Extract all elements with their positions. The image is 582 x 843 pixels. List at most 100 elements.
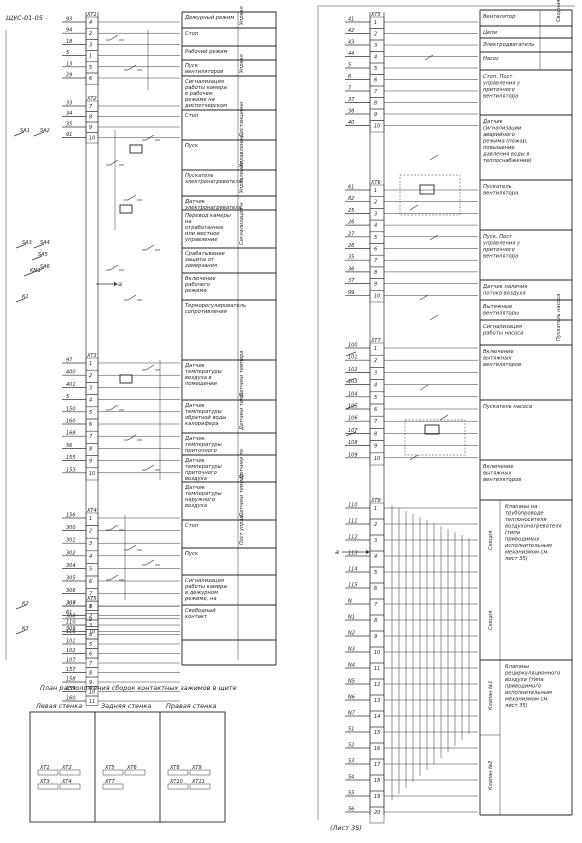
terminal-number: 1 <box>89 54 92 60</box>
wire-number: 101 <box>66 639 76 645</box>
wire-number: 25 <box>348 208 354 214</box>
description-text: Датчик <box>184 199 206 205</box>
terminal-number: 5 <box>89 65 92 71</box>
switch-contact <box>109 524 119 531</box>
terminal-assembly <box>59 783 81 790</box>
description-text: вытяжных <box>483 356 512 362</box>
terminal-number: 7 <box>374 258 378 264</box>
terminal-number: 3 <box>89 385 92 391</box>
terminal-number: 3 <box>374 538 377 544</box>
switch-contact <box>419 384 429 391</box>
description-side-text: Датчики те <box>239 449 245 480</box>
terminal-number: 9 <box>89 459 92 465</box>
terminal-cell <box>369 806 385 824</box>
wire-number: 91 <box>66 132 72 138</box>
terminal-number: 10 <box>89 690 95 696</box>
wire-number: 5 <box>66 50 69 56</box>
terminal-number: 2 <box>89 614 92 620</box>
terminal-number: 10 <box>89 136 95 142</box>
description-text: температуры <box>185 442 222 448</box>
wire-number: 82 <box>348 196 354 202</box>
assembly-label: ХТ2 <box>61 765 72 771</box>
description-text: воздуха в <box>185 375 212 381</box>
switch-contact <box>127 194 137 201</box>
description-text: режима <box>184 288 207 294</box>
wire-number: 37 <box>348 97 355 103</box>
description-text: Включение <box>483 464 514 470</box>
description-text: Клапаны на <box>505 504 537 510</box>
terminal-number: 17 <box>374 762 381 768</box>
terminal-number: 18 <box>374 778 380 784</box>
terminal-number: 9 <box>89 680 92 686</box>
wire-number: 100 <box>348 343 358 349</box>
terminal-number: 8 <box>374 270 377 276</box>
description-text: Пуск <box>185 63 199 69</box>
switch-contact <box>15 629 27 635</box>
wire-number: 36 <box>348 266 354 272</box>
switch-label: К3 <box>22 626 29 632</box>
assembly-label: ХТ6 <box>126 765 137 771</box>
description-text: механизмом см. <box>505 550 549 556</box>
terminal-block-label: ХТ6 <box>370 180 381 186</box>
terminal-assembly <box>59 769 81 776</box>
switch-label: SA5 <box>38 252 48 258</box>
terminal-number: 1 <box>89 516 92 522</box>
description-text: давления воды в <box>482 152 529 158</box>
description-text: вентилятора <box>483 94 518 100</box>
terminal-number: 6 <box>89 422 92 428</box>
wire-number: 110 <box>348 503 358 509</box>
switch-contact <box>429 314 439 321</box>
wire-number: 155 <box>66 455 76 461</box>
terminal-number: 3 <box>374 370 377 376</box>
description-text: воздуха <box>185 476 207 482</box>
wall-label: Левая стенка <box>35 702 82 710</box>
switch-label: SA2 <box>40 128 50 134</box>
description-side-text: Датчики темп <box>239 392 245 431</box>
description-text: лист 35) <box>504 703 528 709</box>
switch-label: KM1 <box>30 268 41 274</box>
wire-number: 400 <box>66 370 76 376</box>
device-boundary <box>404 419 466 456</box>
arrow-head <box>366 550 370 554</box>
description-text: Датчик <box>482 119 504 125</box>
wire-number: 55 <box>348 791 354 797</box>
wire-number: 93 <box>66 17 72 23</box>
switch-contact <box>31 255 43 261</box>
wire-number: 26 <box>348 220 354 226</box>
switch-contact <box>109 574 119 581</box>
arrow-head <box>114 282 118 286</box>
description-text: Сигнализация <box>185 79 224 85</box>
terminal-number: 6 <box>374 78 377 84</box>
wire-number: 111 <box>348 519 358 525</box>
description-text: Включение <box>483 349 514 355</box>
wire-number: N5 <box>348 679 355 685</box>
terminal-assembly <box>167 769 189 776</box>
panel-title: ЩУС-01-05 <box>6 14 43 22</box>
terminal-number: 4 <box>89 398 92 404</box>
switch-contact <box>127 64 137 71</box>
wire-number: 160 <box>66 696 76 702</box>
description-side-text: Клапан №2 <box>488 761 494 790</box>
description-text: калорифера <box>185 421 219 427</box>
wire-number: 33 <box>66 101 72 107</box>
terminal-number: 5 <box>89 410 92 416</box>
switch-contact <box>345 351 357 357</box>
wire-number: 28 <box>348 243 354 249</box>
terminal-number: 1 <box>374 20 377 26</box>
description-text: Сигнализация <box>185 578 224 584</box>
description-text: исполнительным <box>505 543 552 549</box>
description-text: Дежурный режим <box>184 15 234 21</box>
wire-number: 153 <box>66 467 76 473</box>
wire-number: 27 <box>348 231 355 237</box>
description-text: Датчик <box>184 403 206 409</box>
terminal-number: 9 <box>89 125 92 131</box>
device-boundary <box>399 174 461 216</box>
terminal-number: 20 <box>374 810 380 816</box>
terminal-number: 11 <box>374 666 380 672</box>
wire-number: 61 <box>66 610 72 616</box>
switch-contact <box>127 544 137 551</box>
terminal-block-label: ХТ4 <box>86 508 97 514</box>
description-text: управления у <box>482 81 521 87</box>
wire-number: 7 <box>348 86 352 92</box>
description-text: Рабочий режим <box>185 49 228 55</box>
